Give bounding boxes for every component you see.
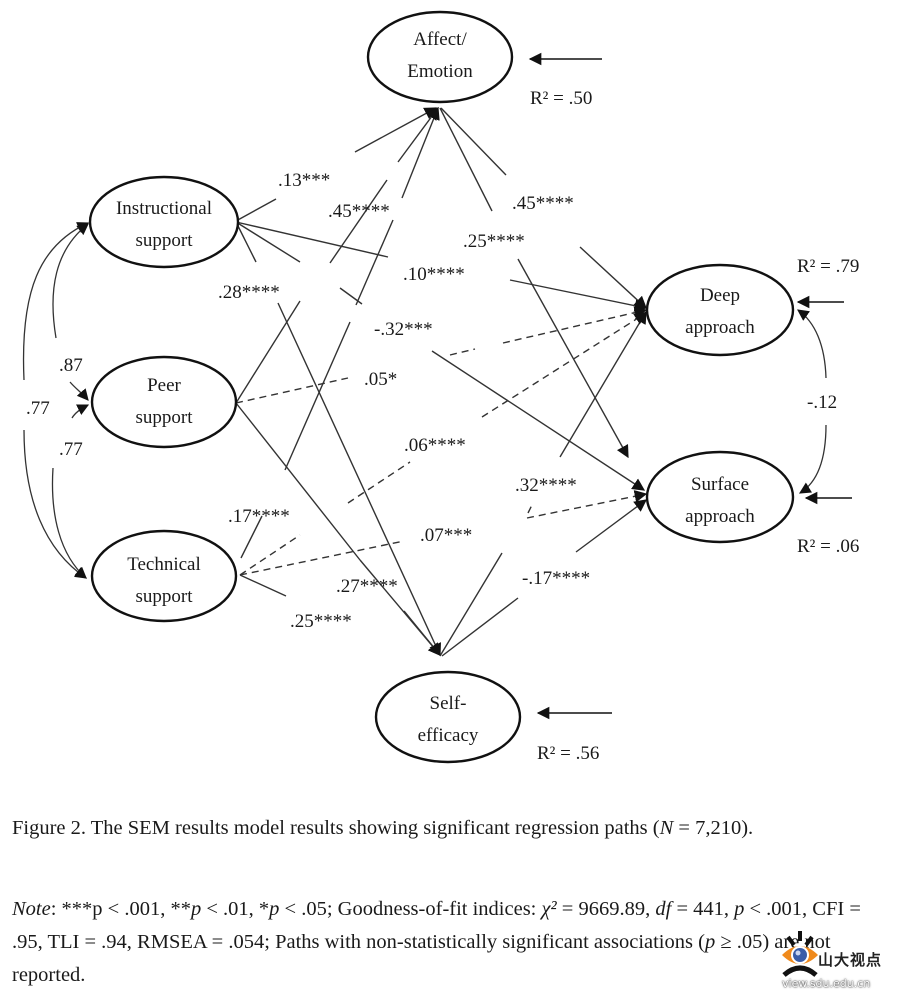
covariance-peer-technical (71, 404, 90, 419)
covariance-label: .77 (59, 439, 83, 460)
node-label: Self- (430, 693, 467, 714)
node-affect-emotion (366, 10, 514, 104)
node-label: support (136, 230, 194, 251)
node-instructional-support (88, 175, 240, 269)
covariance-instructional-technical (22, 222, 90, 381)
note-italic: p (190, 898, 202, 920)
path-peer-selfefficacy-lower (359, 559, 441, 656)
path-label: -.32*** (374, 319, 433, 340)
node-label: Surface (691, 474, 749, 495)
path-affect-deep (440, 107, 647, 309)
node-label: Affect/ (413, 29, 467, 50)
path-label: .13*** (278, 170, 330, 191)
path-label: .05* (364, 369, 397, 390)
covariance-label: -.12 (807, 392, 837, 413)
covariance-deep-surface-upper (797, 309, 827, 379)
path-label: .27**** (336, 576, 398, 597)
note-text: = 9669.89, (556, 898, 656, 920)
covariance-label: .77 (26, 398, 50, 419)
path-label: -.17**** (522, 568, 590, 589)
node-label: support (136, 407, 194, 428)
covariance-instructional-peer-lower (69, 381, 89, 401)
node-self-efficacy (374, 670, 522, 764)
path-label: .07*** (420, 525, 472, 546)
note-label: Note (12, 898, 51, 920)
path-label: .28**** (218, 282, 280, 303)
path-selfefficacy-deep (439, 310, 647, 657)
node-surface-approach (645, 450, 795, 544)
r-squared-deep: R² = .79 (797, 256, 859, 277)
caption-text: Figure 2. The SEM results model results … (12, 817, 660, 839)
node-label: Instructional (116, 198, 212, 219)
caption-suffix: = 7,210). (673, 817, 754, 839)
covariance-label: .87 (59, 355, 83, 376)
path-peer-affect (235, 106, 439, 404)
path-label: .10**** (403, 264, 465, 285)
eye-logo-icon (782, 931, 818, 977)
note-italic: χ² (541, 898, 557, 920)
covariance-deep-surface-lower (799, 424, 827, 494)
path-label: .45**** (328, 201, 390, 222)
node-peer-support (90, 355, 238, 449)
note-italic: p (704, 931, 716, 953)
sem-diagram: Affect/ Emotion Instructional support Pe… (22, 10, 859, 764)
node-label: Peer (147, 375, 181, 396)
r-squared-selfefficacy: R² = .56 (537, 743, 599, 764)
node-label: support (136, 586, 194, 607)
path-instructional-affect (235, 107, 438, 222)
node-label: approach (685, 317, 755, 338)
note-italic: df (655, 898, 672, 920)
path-peer-selfefficacy (235, 402, 361, 561)
node-technical-support (90, 529, 238, 623)
path-instructional-selfefficacy (235, 221, 441, 657)
path-instructional-surface (235, 221, 646, 491)
r-squared-affect: R² = .50 (530, 88, 592, 109)
note-text: = 441, (671, 898, 735, 920)
path-technical-deep (239, 312, 648, 576)
path-technical-surface (239, 490, 648, 576)
watermark-text: 山大视点 (818, 951, 883, 969)
path-label: .17**** (228, 506, 290, 527)
figure-caption: Figure 2. The SEM results model results … (12, 812, 882, 845)
note-text: < .001, CFI = .95, TLI = .94, RMSEA = .0… (12, 898, 861, 953)
node-deep-approach (645, 263, 795, 357)
path-label: .32**** (515, 475, 577, 496)
path-label: .25**** (290, 611, 352, 632)
path-label: .06**** (404, 435, 466, 456)
watermark: 山大视点 view.sdu.edu.cn (780, 925, 900, 994)
covariance-peer-technical-lower (51, 467, 87, 579)
note-italic: p (269, 898, 280, 920)
path-technical-affect (240, 106, 440, 559)
note-italic: p (734, 898, 745, 920)
path-selfefficacy-surface (441, 499, 648, 657)
node-label: Emotion (407, 61, 473, 82)
note-text: < .05; Goodness-of-fit indices: (279, 898, 542, 920)
covariance-instructional-technical-lower (23, 429, 87, 579)
watermark-url: view.sdu.edu.cn (782, 977, 871, 990)
caption-n-symbol: N (659, 817, 674, 839)
r-squared-surface: R² = .06 (797, 536, 859, 557)
covariance-instructional-peer (52, 223, 89, 339)
node-label: approach (685, 506, 755, 527)
node-label: Deep (700, 285, 740, 306)
note-text: : ***p < .001, ** (50, 898, 191, 920)
path-label: .45**** (512, 193, 574, 214)
note-text: < .01, * (201, 898, 270, 920)
path-instructional-deep (235, 221, 648, 312)
path-affect-surface (439, 107, 629, 459)
node-label: efficacy (418, 725, 479, 746)
node-label: Technical (127, 554, 201, 575)
figure-note: Note: ***p < .001, **p < .01, *p < .05; … (12, 893, 882, 992)
path-label: .25**** (463, 231, 525, 252)
path-peer-deep (235, 306, 648, 404)
